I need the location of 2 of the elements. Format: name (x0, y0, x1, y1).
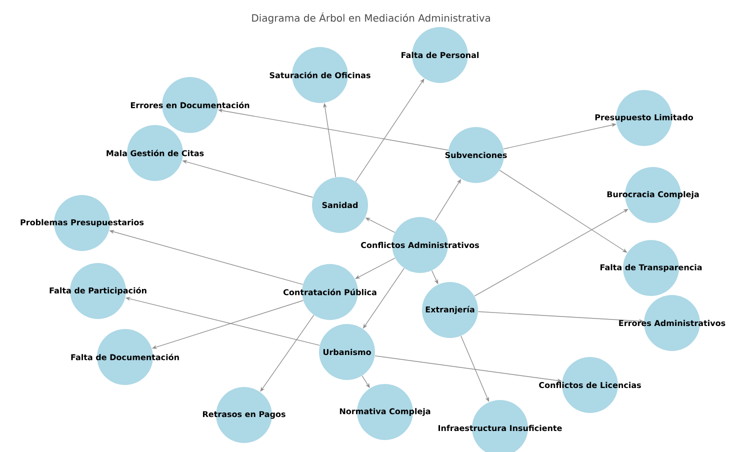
chart-title: Diagrama de Árbol en Mediación Administrativa (252, 12, 490, 24)
arrow (355, 258, 396, 279)
